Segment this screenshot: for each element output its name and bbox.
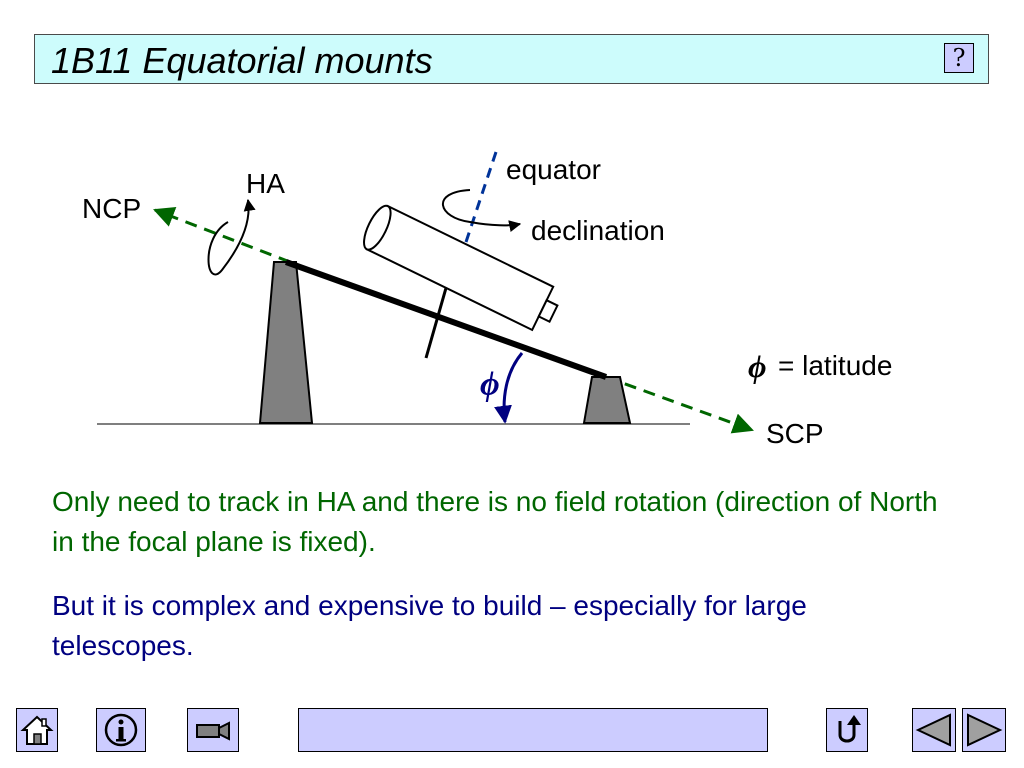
scp-axis-arrow (605, 375, 754, 434)
ha-rotation-arrow (207, 198, 256, 276)
ncp-axis-arrow (153, 206, 291, 264)
equator-axis (464, 151, 498, 243)
next-button[interactable] (962, 708, 1006, 752)
telescope-tube (363, 204, 559, 332)
info-button[interactable] (96, 708, 146, 752)
body-paragraph-2: But it is complex and expensive to build… (52, 590, 807, 661)
page-title: 1B11 Equatorial mounts (51, 40, 433, 81)
home-button[interactable] (16, 708, 58, 752)
next-arrow-icon (967, 713, 1003, 747)
title-bar: 1B11 Equatorial mounts ? (34, 34, 989, 84)
previous-button[interactable] (912, 708, 956, 752)
phi-legend-symbol: ϕ (748, 348, 767, 384)
phi-angle-label: ϕ (480, 366, 500, 403)
navigation-search-field[interactable] (298, 708, 768, 752)
ncp-label: NCP (82, 193, 142, 224)
return-icon (838, 715, 861, 743)
equatorial-mount-diagram (97, 151, 754, 434)
scp-label: SCP (766, 418, 824, 449)
body-paragraph-1: Only need to track in HA and there is no… (52, 486, 938, 557)
prev-arrow-icon (915, 713, 951, 747)
return-button[interactable] (826, 708, 868, 752)
home-icon (20, 715, 54, 745)
equator-label: equator (506, 154, 601, 185)
info-icon (104, 713, 138, 747)
polar-shaft (284, 259, 608, 380)
ha-label: HA (246, 168, 285, 199)
help-button[interactable]: ? (944, 43, 974, 73)
declination-rotation-arrow (442, 189, 522, 232)
declination-label: declination (531, 215, 665, 246)
north-pier (258, 261, 314, 424)
camera-icon (196, 721, 230, 741)
declination-shaft (424, 287, 448, 359)
latitude-angle-arrow (494, 352, 524, 424)
latitude-label: = latitude (778, 350, 893, 381)
camera-button[interactable] (187, 708, 239, 752)
south-pier (582, 376, 632, 424)
help-icon: ? (952, 44, 966, 72)
